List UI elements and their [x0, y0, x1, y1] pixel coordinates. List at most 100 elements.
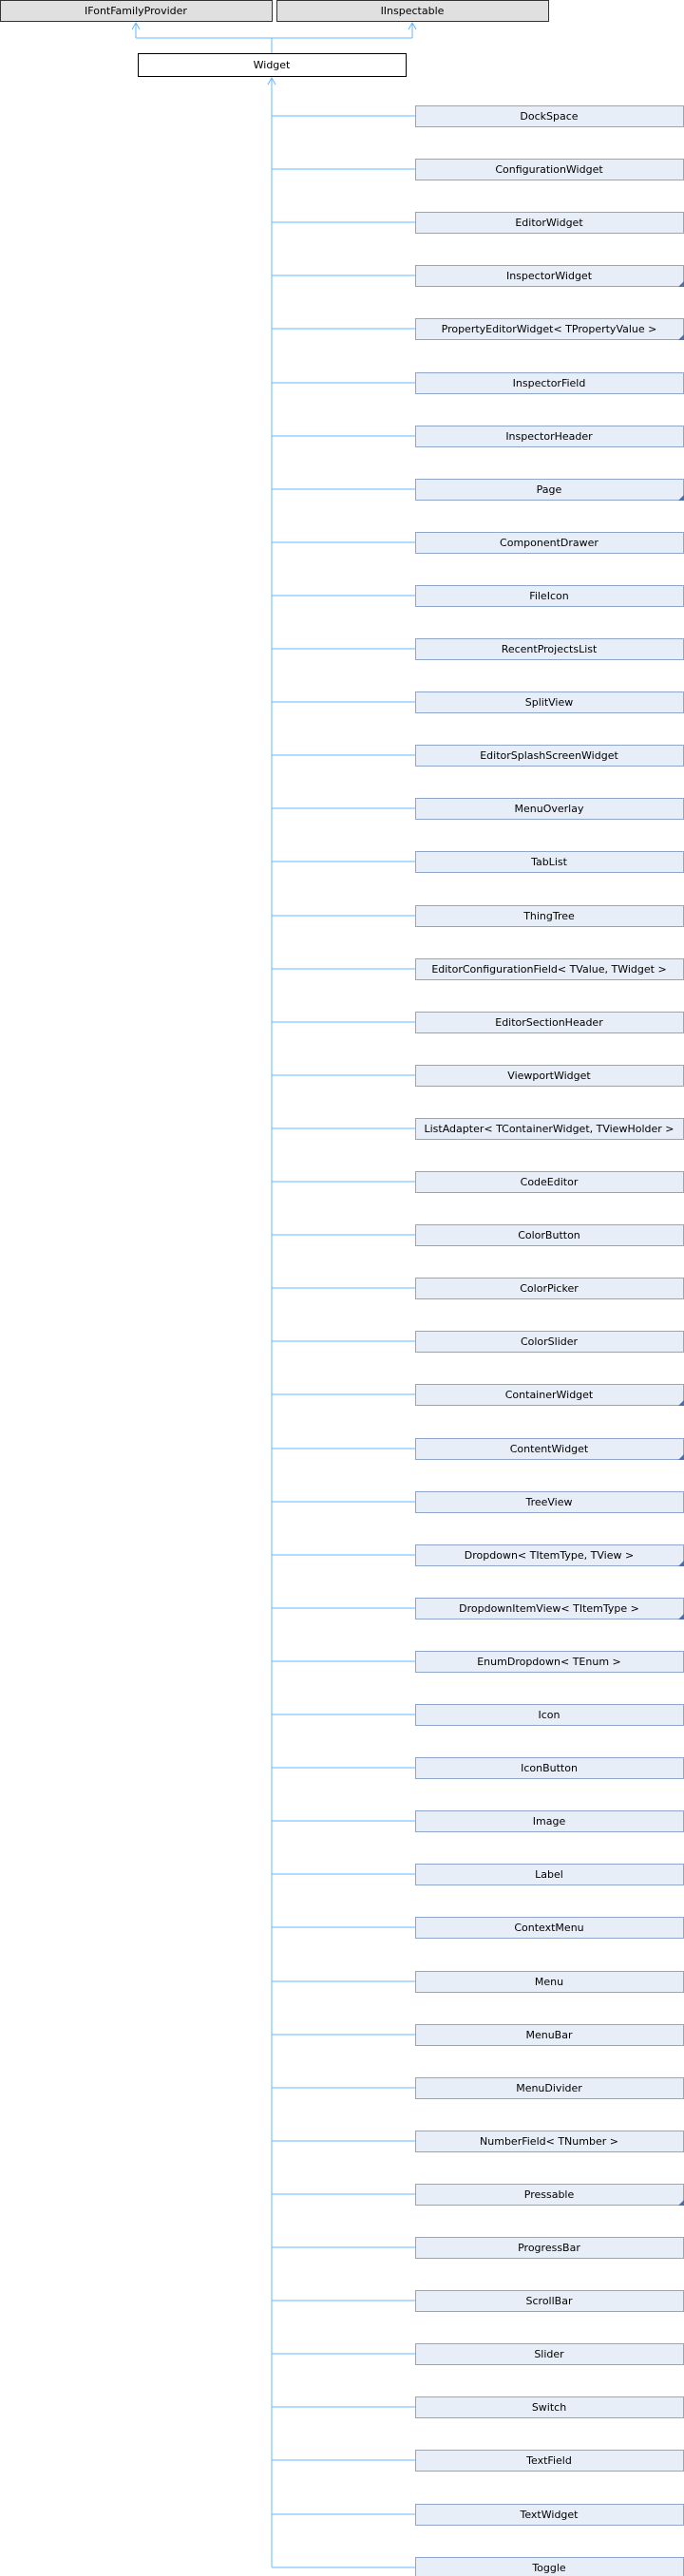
class-node-treeview[interactable]: TreeView	[415, 1491, 684, 1513]
class-node-containerwidget[interactable]: ContainerWidget	[415, 1384, 684, 1407]
class-node-inspectorfield[interactable]: InspectorField	[415, 372, 684, 394]
node-label: ComponentDrawer	[500, 537, 598, 549]
class-node-toggle[interactable]: Toggle	[415, 2557, 684, 2576]
node-label: Dropdown< TItemType, TView >	[465, 1549, 634, 1562]
class-node-viewportwidget[interactable]: ViewportWidget	[415, 1065, 684, 1087]
node-label: ViewportWidget	[507, 1070, 591, 1082]
class-node-textwidget[interactable]: TextWidget	[415, 2504, 684, 2526]
node-box	[276, 0, 549, 22]
class-node-menu[interactable]: Menu	[415, 1971, 684, 1993]
class-node-recentprojectslist[interactable]: RecentProjectsList	[415, 638, 684, 660]
class-node-icon[interactable]: Icon	[415, 1704, 684, 1726]
class-node-editorsplashscreenwidget[interactable]: EditorSplashScreenWidget	[415, 745, 684, 767]
node-label: Toggle	[531, 2562, 566, 2574]
class-node-scrollbar[interactable]: ScrollBar	[415, 2290, 684, 2312]
class-node-pressable[interactable]: Pressable	[415, 2184, 684, 2207]
node-label: IInspectable	[381, 5, 445, 17]
class-node-fileicon[interactable]: FileIcon	[415, 585, 684, 607]
node-label: DropdownItemView< TItemType >	[459, 1602, 639, 1615]
class-node-configurationwidget[interactable]: ConfigurationWidget	[415, 159, 684, 180]
class-node-slider[interactable]: Slider	[415, 2343, 684, 2365]
node-label: ContextMenu	[514, 1922, 583, 1934]
class-node-switch[interactable]: Switch	[415, 2396, 684, 2418]
node-label: TreeView	[524, 1496, 572, 1508]
node-label: Image	[533, 1815, 566, 1828]
node-label: ContentWidget	[510, 1443, 589, 1455]
class-node-dropdown-titemtype-tview[interactable]: Dropdown< TItemType, TView >	[415, 1544, 684, 1567]
node-label: Widget	[254, 59, 291, 71]
class-node-menudivider[interactable]: MenuDivider	[415, 2077, 684, 2099]
class-node-codeeditor[interactable]: CodeEditor	[415, 1171, 684, 1193]
node-label: IconButton	[521, 1762, 578, 1774]
node-label: EditorConfigurationField< TValue, TWidge…	[431, 963, 666, 975]
node-label: InspectorHeader	[505, 430, 593, 443]
class-node-progressbar[interactable]: ProgressBar	[415, 2237, 684, 2259]
class-node-iconbutton[interactable]: IconButton	[415, 1757, 684, 1779]
node-label: ThingTree	[522, 910, 575, 922]
node-label: Page	[537, 483, 562, 496]
class-node-inspectorheader[interactable]: InspectorHeader	[415, 426, 684, 447]
node-label: InspectorField	[513, 377, 586, 389]
node-label: MenuOverlay	[515, 803, 584, 815]
class-node-label[interactable]: Label	[415, 1864, 684, 1885]
class-node-editorsectionheader[interactable]: EditorSectionHeader	[415, 1012, 684, 1033]
class-node-contextmenu[interactable]: ContextMenu	[415, 1917, 684, 1939]
class-node-thingtree[interactable]: ThingTree	[415, 905, 684, 927]
derived-classes-marker	[678, 495, 684, 501]
node-label: RecentProjectsList	[502, 643, 598, 655]
derived-classes-marker	[678, 2200, 684, 2206]
node-label: NumberField< TNumber >	[480, 2135, 618, 2148]
node-label: EditorSectionHeader	[495, 1016, 603, 1029]
node-label: Menu	[535, 1976, 563, 1988]
node-label: EnumDropdown< TEnum >	[477, 1656, 621, 1668]
class-node-editorconfigurationfield-tvalue-twidget[interactable]: EditorConfigurationField< TValue, TWidge…	[415, 958, 684, 980]
node-label: SplitView	[525, 696, 574, 709]
node-label: EditorWidget	[515, 217, 583, 229]
parent-node-ifontfamilyprovider[interactable]: IFontFamilyProvider	[0, 0, 273, 22]
class-node-editorwidget[interactable]: EditorWidget	[415, 212, 684, 234]
class-node-listadapter-tcontainerwidget-tviewholder[interactable]: ListAdapter< TContainerWidget, TViewHold…	[415, 1118, 684, 1140]
node-label: ColorPicker	[520, 1282, 579, 1295]
node-label: InspectorWidget	[506, 270, 593, 282]
node-label: IFontFamilyProvider	[85, 5, 187, 17]
class-node-colorbutton[interactable]: ColorButton	[415, 1224, 684, 1246]
node-label: DockSpace	[520, 110, 578, 123]
node-label: TextWidget	[520, 2509, 580, 2521]
class-node-tablist[interactable]: TabList	[415, 851, 684, 873]
class-node-splitview[interactable]: SplitView	[415, 691, 684, 713]
class-node-inspectorwidget[interactable]: InspectorWidget	[415, 265, 684, 288]
class-node-contentwidget[interactable]: ContentWidget	[415, 1438, 684, 1461]
node-label: Slider	[534, 2348, 564, 2360]
class-node-numberfield-tnumber[interactable]: NumberField< TNumber >	[415, 2131, 684, 2152]
base-node-widget[interactable]: Widget	[138, 53, 407, 77]
derived-classes-marker	[678, 1454, 684, 1460]
node-label: CodeEditor	[521, 1176, 579, 1188]
edge-arrowhead-parent-1	[408, 21, 417, 30]
class-node-image[interactable]: Image	[415, 1810, 684, 1832]
node-label: MenuDivider	[516, 2082, 582, 2094]
node-label: TextField	[525, 2454, 572, 2467]
node-label: ScrollBar	[526, 2295, 573, 2307]
class-node-enumdropdown-tenum[interactable]: EnumDropdown< TEnum >	[415, 1651, 684, 1673]
class-node-menubar[interactable]: MenuBar	[415, 2024, 684, 2046]
edge-arrowhead-parent-0	[131, 21, 141, 30]
node-label: Label	[535, 1868, 563, 1881]
node-label: MenuBar	[525, 2029, 572, 2041]
class-node-textfield[interactable]: TextField	[415, 2450, 684, 2472]
node-box	[138, 53, 407, 77]
parent-node-iinspectable[interactable]: IInspectable	[276, 0, 549, 22]
node-label: FileIcon	[529, 590, 568, 602]
node-label: ConfigurationWidget	[495, 163, 603, 176]
node-label: EditorSplashScreenWidget	[480, 749, 618, 762]
class-node-dockspace[interactable]: DockSpace	[415, 105, 684, 127]
class-node-menuoverlay[interactable]: MenuOverlay	[415, 798, 684, 820]
class-node-componentdrawer[interactable]: ComponentDrawer	[415, 532, 684, 554]
class-node-dropdownitemview-titemtype[interactable]: DropdownItemView< TItemType >	[415, 1598, 684, 1620]
node-label: ColorButton	[518, 1229, 580, 1241]
class-node-page[interactable]: Page	[415, 479, 684, 502]
class-node-colorslider[interactable]: ColorSlider	[415, 1331, 684, 1353]
class-node-colorpicker[interactable]: ColorPicker	[415, 1278, 684, 1299]
node-box	[0, 0, 273, 22]
class-node-propertyeditorwidget-tpropertyvalue[interactable]: PropertyEditorWidget< TPropertyValue >	[415, 318, 684, 341]
derived-classes-marker	[678, 1400, 684, 1406]
